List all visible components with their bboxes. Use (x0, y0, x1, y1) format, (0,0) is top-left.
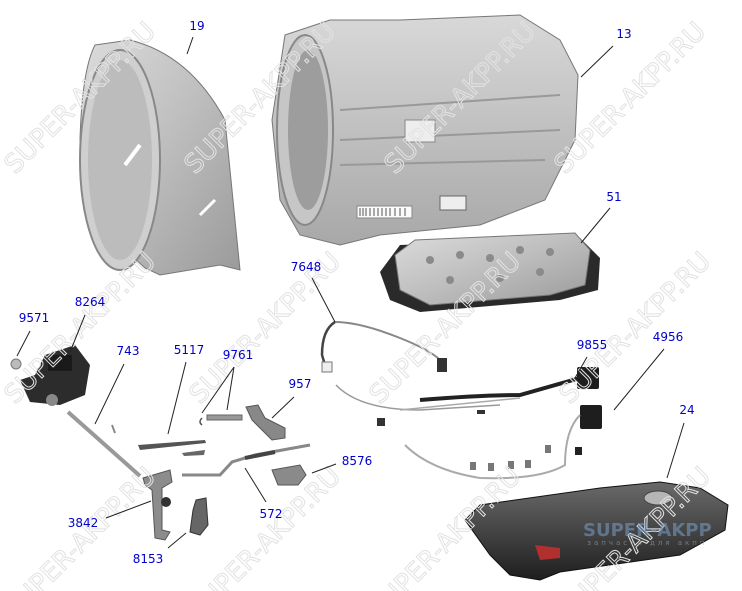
callout-3842[interactable]: 3842 (67, 516, 99, 530)
leader-3842 (105, 500, 152, 519)
callout-4956[interactable]: 4956 (652, 330, 684, 344)
leader-9761a (201, 366, 235, 414)
part-speed-sensor-wiring (320, 320, 501, 411)
leader-51 (580, 207, 611, 244)
leader-572 (244, 467, 267, 503)
leader-24 (666, 422, 685, 479)
callout-13[interactable]: 13 (616, 27, 632, 41)
leader-9855 (574, 356, 588, 379)
brand-logo-watermark: SUPER-AKPP запчасти для акпп (583, 520, 712, 547)
callout-9855[interactable]: 9855 (576, 338, 608, 352)
callout-957[interactable]: 957 (288, 377, 312, 391)
leader-957 (271, 396, 295, 419)
leader-19 (186, 36, 194, 55)
callout-743[interactable]: 743 (116, 344, 140, 358)
leader-8153 (167, 532, 187, 549)
part-parking-lock-bracket (271, 464, 307, 486)
part-pin-and-clip (199, 414, 243, 426)
leader-8264 (69, 314, 86, 353)
callout-19[interactable]: 19 (189, 19, 205, 33)
leader-5117 (167, 361, 187, 435)
part-manual-valve-lever (189, 497, 209, 536)
part-selector-lever (142, 469, 173, 541)
part-parking-lock-rod (182, 443, 311, 477)
leader-13 (580, 45, 614, 78)
callout-51[interactable]: 51 (606, 190, 622, 204)
leader-743 (94, 363, 125, 425)
brand-logo-text: SUPER-AKPP (583, 520, 712, 541)
callout-9571[interactable]: 9571 (18, 311, 50, 325)
callout-7648[interactable]: 7648 (290, 260, 322, 274)
callout-5117[interactable]: 5117 (173, 343, 205, 357)
part-range-switch (10, 345, 90, 406)
part-transmission-case (271, 14, 579, 246)
part-wiring-harness (377, 367, 602, 480)
part-detent-spring (138, 440, 206, 456)
part-valve-body (380, 232, 600, 312)
part-parking-lock-lever (245, 404, 286, 441)
callout-24[interactable]: 24 (679, 403, 695, 417)
part-oil-pan (464, 481, 729, 581)
leader-9761b (226, 366, 235, 411)
callout-9761[interactable]: 9761 (222, 348, 254, 362)
part-selector-shaft (66, 410, 142, 478)
callout-8153[interactable]: 8153 (132, 552, 164, 566)
callout-8576[interactable]: 8576 (341, 454, 373, 468)
callout-8264[interactable]: 8264 (74, 295, 106, 309)
brand-tagline: запчасти для акпп (587, 539, 708, 547)
leader-9571 (16, 330, 31, 357)
callout-572[interactable]: 572 (259, 507, 283, 521)
leader-4956 (613, 348, 665, 411)
leader-7648 (311, 277, 336, 323)
part-converter-housing (79, 39, 241, 276)
leader-8576 (311, 463, 337, 474)
